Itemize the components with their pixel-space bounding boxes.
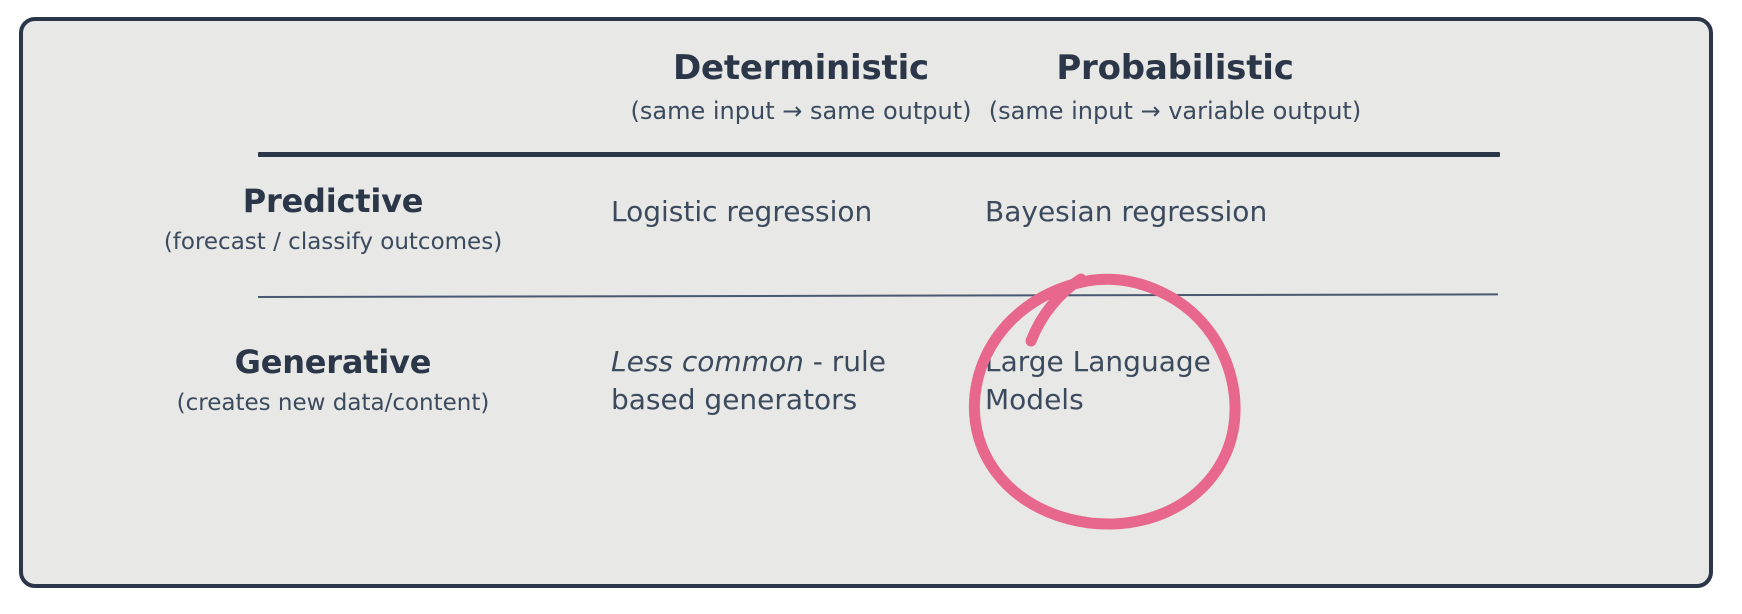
column-header-deterministic: Deterministic (same input → same output) xyxy=(611,51,991,123)
cell-generative-deterministic-emphasis: Less common xyxy=(611,345,804,378)
cell-predictive-probabilistic-text: Bayesian regression xyxy=(985,195,1268,228)
column-header-deterministic-title: Deterministic xyxy=(672,48,929,88)
cell-generative-deterministic-text: - rule based generators xyxy=(611,345,887,416)
column-header-probabilistic-subtitle: (same input → variable output) xyxy=(988,97,1362,125)
row-header-generative-subtitle: (creates new data/content) xyxy=(176,390,490,416)
cell-predictive-deterministic: Logistic regression xyxy=(611,193,991,231)
row-header-predictive-subtitle: (forecast / classify outcomes) xyxy=(163,229,503,255)
cell-generative-deterministic: Less common - rule based generators xyxy=(611,343,911,419)
row-header-generative-title: Generative xyxy=(234,343,432,381)
column-header-probabilistic-title: Probabilistic xyxy=(1056,48,1294,88)
column-header-deterministic-subtitle: (same input → same output) xyxy=(630,97,972,125)
cell-generative-probabilistic-text: Large Language Models xyxy=(985,345,1211,416)
row-header-predictive-title: Predictive xyxy=(242,182,424,220)
row-divider-rule xyxy=(257,293,1498,298)
row-header-generative: Generative (creates new data/content) xyxy=(63,346,603,415)
column-header-probabilistic: Probabilistic (same input → variable out… xyxy=(985,51,1365,123)
cell-predictive-deterministic-text: Logistic regression xyxy=(611,195,873,228)
row-header-predictive: Predictive (forecast / classify outcomes… xyxy=(63,185,603,254)
cell-generative-probabilistic: Large Language Models xyxy=(985,343,1235,419)
cell-predictive-probabilistic: Bayesian regression xyxy=(985,193,1365,231)
header-divider-rule xyxy=(258,152,1500,157)
matrix-card: Deterministic (same input → same output)… xyxy=(19,17,1713,588)
